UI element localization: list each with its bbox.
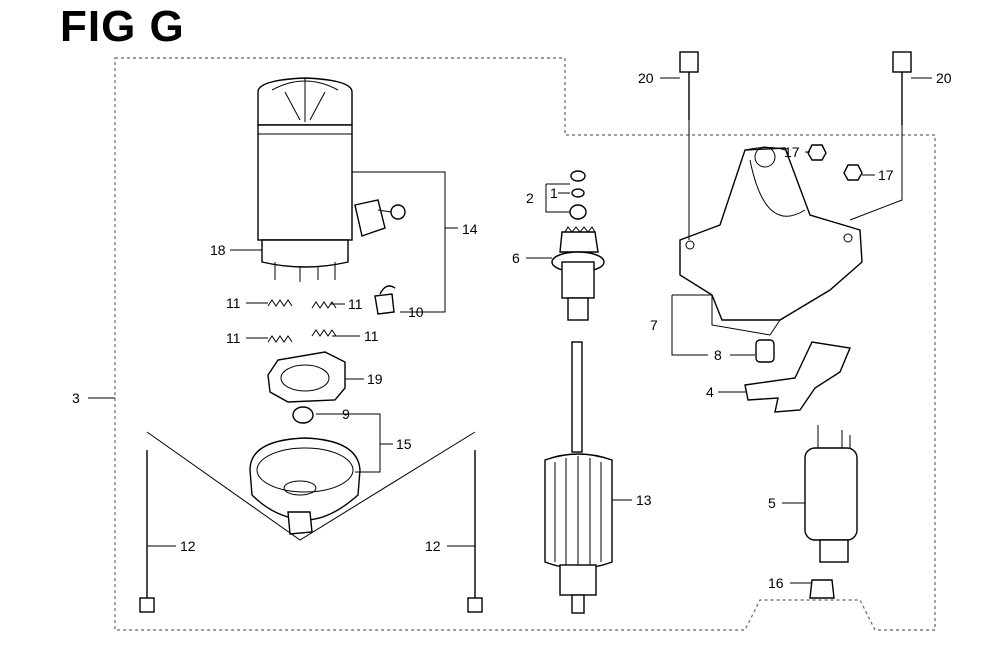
part-brush-springs <box>267 299 337 343</box>
part-pinion-clutch <box>551 226 605 321</box>
label-11-d: 11 <box>364 328 379 344</box>
part-through-bolts <box>139 431 483 613</box>
part-yoke-assembly <box>257 77 406 282</box>
part-cap <box>809 579 835 599</box>
label-11-c: 11 <box>226 330 241 346</box>
label-8: 8 <box>714 347 722 363</box>
part-solenoid <box>804 425 858 563</box>
figure-title: FIG G <box>60 2 185 51</box>
label-11-b: 11 <box>348 296 363 312</box>
label-20-a: 20 <box>638 70 654 86</box>
label-5: 5 <box>768 495 776 511</box>
label-12-b: 12 <box>425 538 441 554</box>
label-16: 16 <box>768 575 784 591</box>
part-nuts <box>807 144 863 181</box>
label-12-a: 12 <box>180 538 196 554</box>
label-4: 4 <box>706 384 714 400</box>
label-2: 2 <box>526 190 534 206</box>
label-15: 15 <box>396 436 412 452</box>
part-brush-holder <box>267 351 346 403</box>
assembly-frame <box>114 57 936 631</box>
callout-labels: 3 18 14 11 11 10 11 11 19 9 15 12 12 2 1… <box>72 70 952 591</box>
part-plunger <box>755 339 775 363</box>
label-3: 3 <box>72 390 80 406</box>
leader-lines <box>88 77 932 584</box>
part-bushing <box>292 406 314 424</box>
part-shift-lever <box>744 341 851 413</box>
part-brush <box>374 285 396 315</box>
label-9: 9 <box>342 406 350 422</box>
label-18: 18 <box>210 242 226 258</box>
label-17-b: 17 <box>878 167 894 183</box>
label-7: 7 <box>650 317 658 333</box>
label-17-a: 17 <box>784 144 800 160</box>
label-13: 13 <box>636 492 652 508</box>
part-washers <box>569 170 587 220</box>
label-19: 19 <box>367 371 383 387</box>
label-20-b: 20 <box>936 70 952 86</box>
part-front-housing <box>679 146 863 336</box>
part-armature <box>544 341 613 614</box>
label-14: 14 <box>462 221 478 237</box>
part-rear-cover <box>249 437 361 535</box>
label-6: 6 <box>512 250 520 266</box>
label-10: 10 <box>408 304 424 320</box>
part-mount-bolts <box>679 51 912 240</box>
label-11-a: 11 <box>226 295 241 311</box>
label-1: 1 <box>550 185 558 201</box>
